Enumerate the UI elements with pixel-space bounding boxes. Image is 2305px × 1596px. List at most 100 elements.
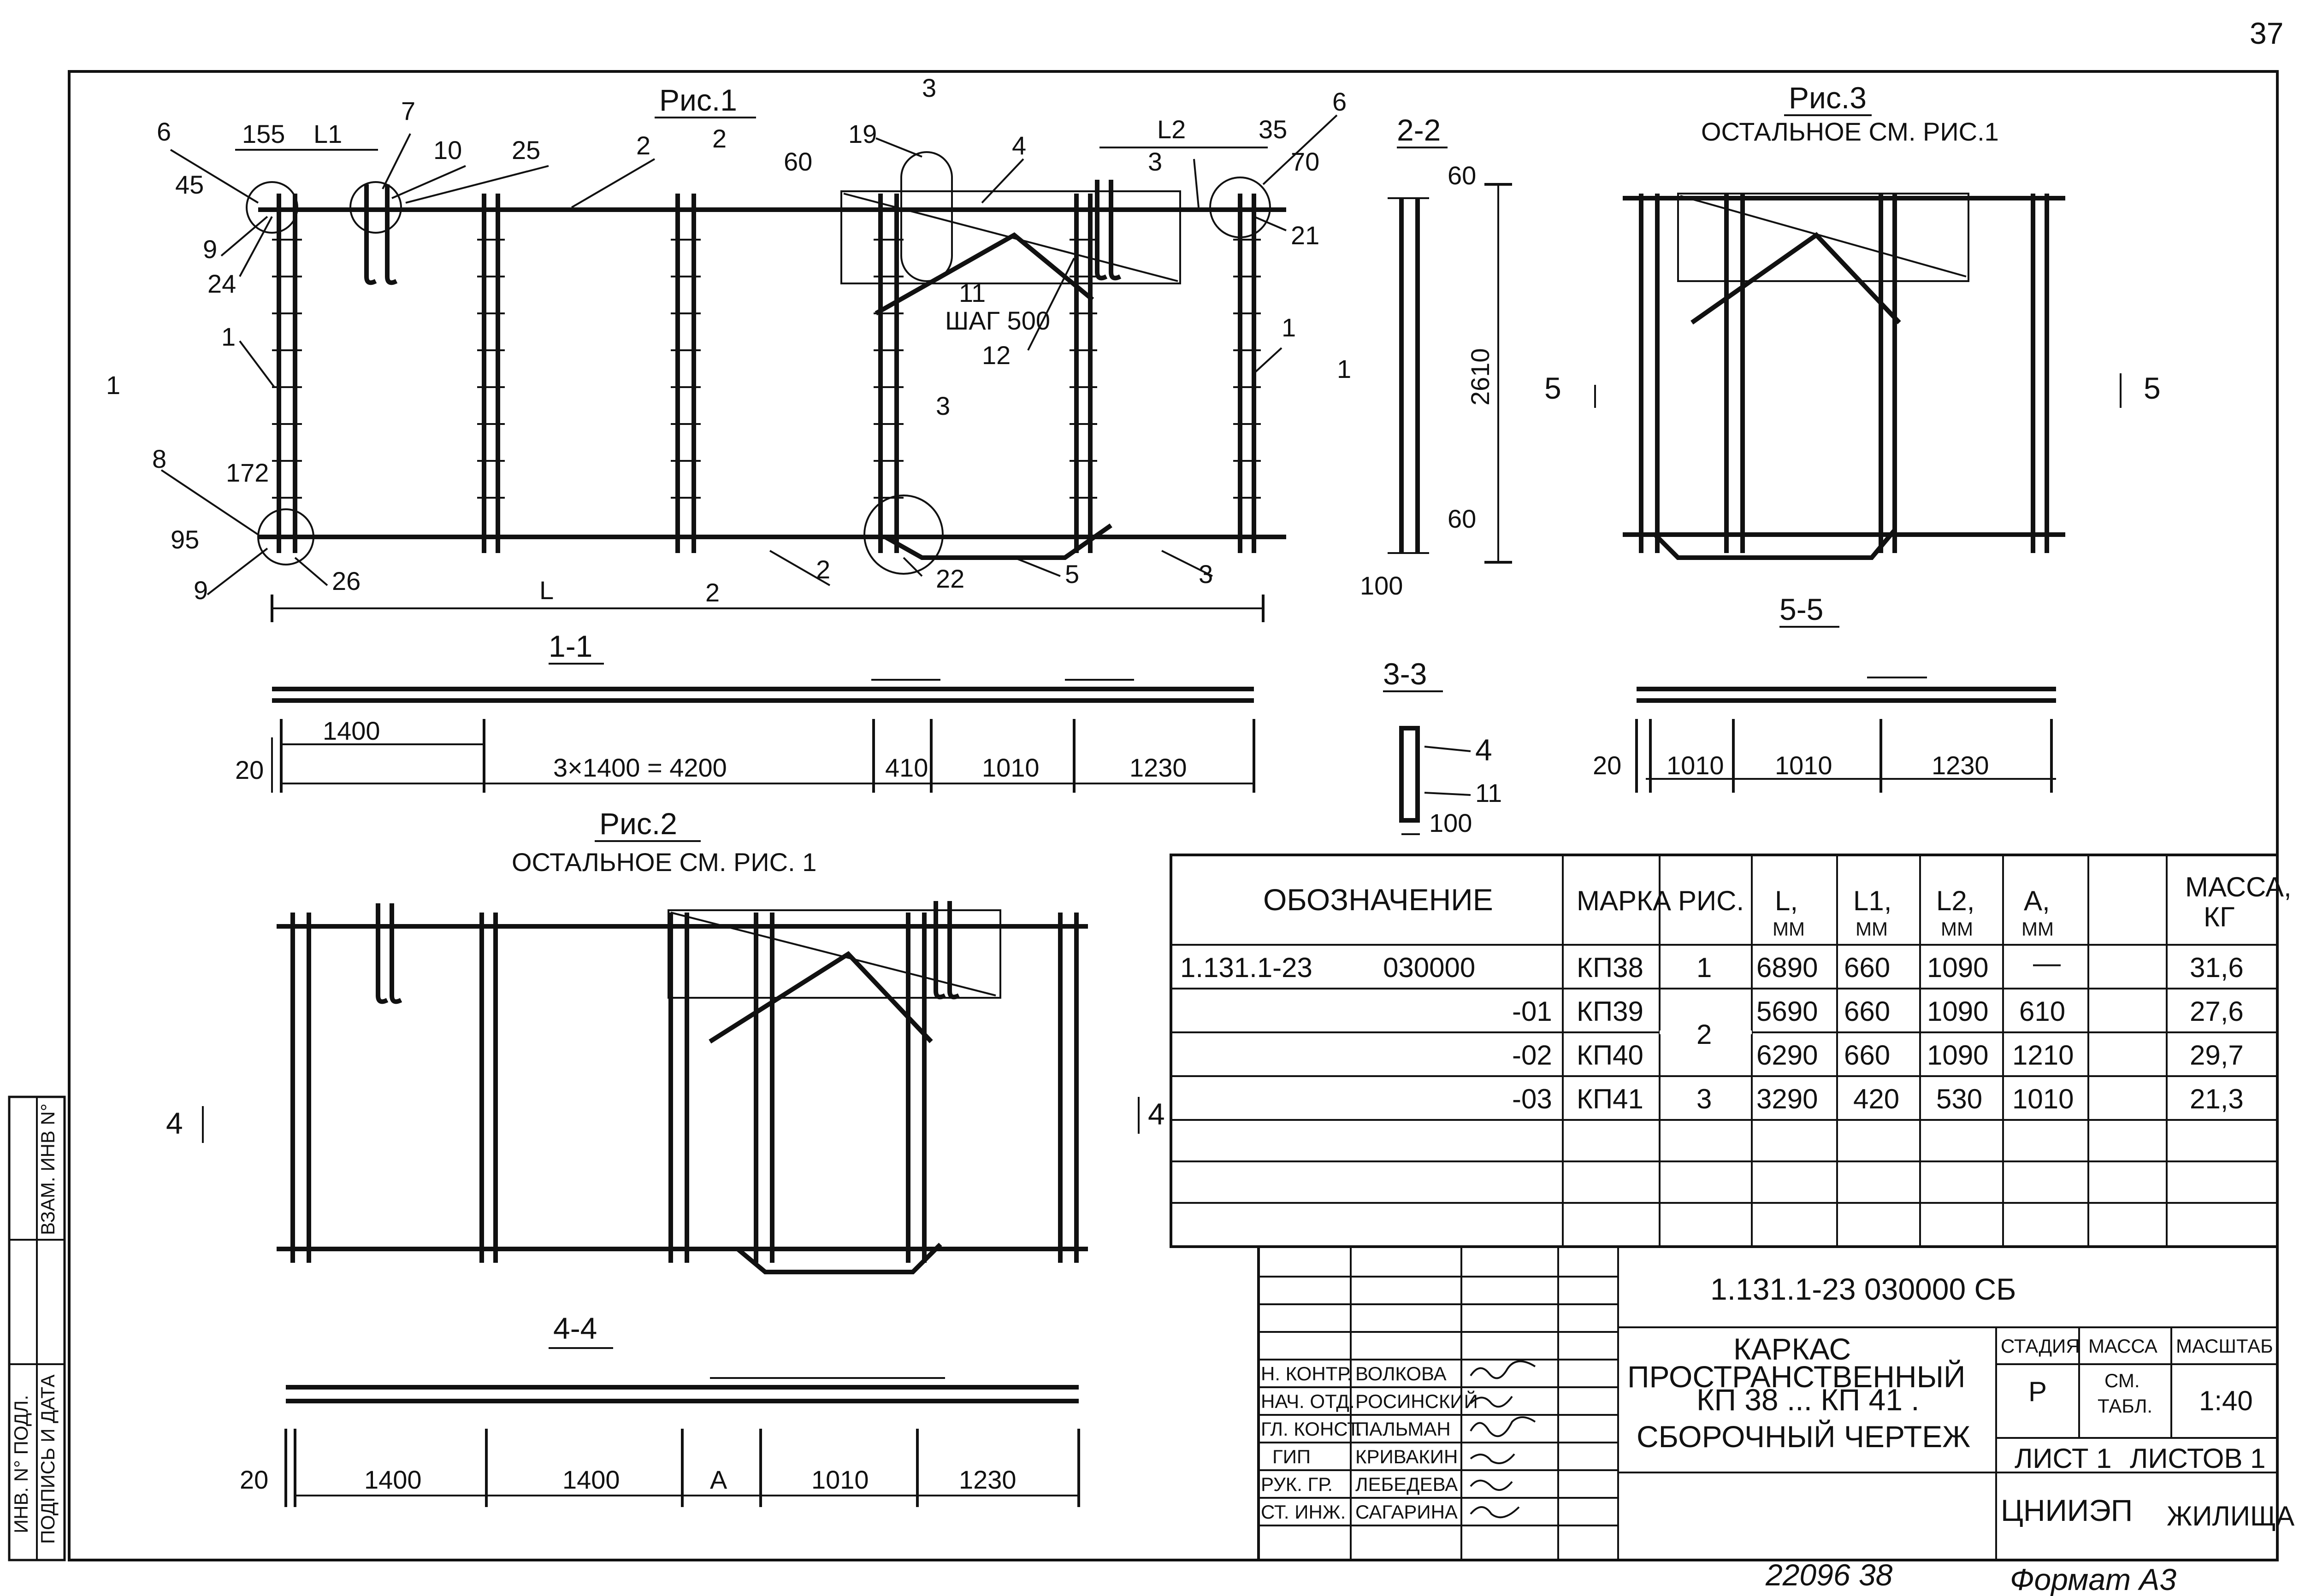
doc-title-line-1: КАРКАС	[1733, 1332, 1851, 1366]
strip-signature-date: ПОДПИСЬ И ДАТА	[37, 1374, 59, 1544]
row4-mark: КП41	[1577, 1084, 1643, 1114]
table-row: -03 КП41 3 3290 420 530 1010 21,3	[1512, 1084, 2244, 1114]
row3-l2: 1090	[1927, 1040, 1988, 1071]
table-row: -02 КП40 6290 660 1090 1210 29,7	[1512, 1040, 2244, 1071]
format-label: Формат А3	[2010, 1562, 2176, 1596]
sheet-label: ЛИСТ 1	[2015, 1443, 2112, 1474]
fig1-dim-60: 60	[784, 147, 812, 176]
table-header-mass-unit: КГ	[2204, 901, 2234, 932]
fig1-mark-2-bottom: 2	[816, 555, 830, 584]
s22-dim-60-top: 60	[1448, 161, 1476, 190]
fig2-section-4-right: 4	[1148, 1097, 1165, 1131]
row4-a: 1010	[2012, 1084, 2074, 1114]
doc-code: 1.131.1-23 030000 СБ	[1710, 1272, 2016, 1306]
name-gip: КРИВАКИН	[1355, 1446, 1458, 1467]
archive-number: 22096 38	[1765, 1558, 1893, 1592]
row3-l1: 660	[1844, 1040, 1890, 1071]
fig1-mark-10: 10	[433, 135, 462, 165]
row3-code: -02	[1512, 1040, 1552, 1071]
figure-1-title: Рис.1	[659, 83, 737, 117]
table-header-mass: МАССА,	[2185, 872, 2292, 902]
role-gl-konstr: ГЛ. КОНСТ.	[1261, 1418, 1362, 1440]
row2-a: 610	[2019, 996, 2065, 1027]
s55-dim-1010-a: 1010	[1667, 751, 1724, 780]
figure-2-note: ОСТАЛЬНОЕ СМ. РИС. 1	[512, 848, 816, 877]
fig1-mark-6-left: 6	[157, 117, 171, 146]
doc-title-line-2: ПРОСТРАНСТВЕННЫЙ	[1627, 1359, 1965, 1394]
fig1-mark-19: 19	[848, 119, 877, 148]
row3-mark: КП40	[1577, 1040, 1643, 1071]
row4-fig: 3	[1696, 1084, 1712, 1114]
table-row: -01 КП39 5690 660 1090 610 27,6	[1512, 996, 2244, 1027]
signatures	[1470, 1360, 1536, 1519]
mass-label: МАССА	[2088, 1335, 2157, 1357]
row1-designation: 1.131.1-23	[1180, 952, 1312, 983]
row1-l: 6890	[1756, 952, 1818, 983]
mass-value-2: ТАБЛ.	[2098, 1395, 2152, 1417]
fig1-mark-4: 4	[1012, 131, 1026, 160]
fig1-mark-12: 12	[982, 341, 1011, 370]
fig1-mark-9-top: 9	[203, 235, 217, 264]
row1-a: —	[2033, 948, 2061, 978]
fig1-mark-3-top: 3	[1148, 147, 1162, 176]
s11-dim-410: 410	[885, 753, 928, 782]
section-4-4: 4-4 20 1400 1400 A 1010 1230	[240, 1311, 1080, 1507]
stage-label: СТАДИЯ	[2001, 1335, 2080, 1357]
row1-code: 030000	[1383, 952, 1475, 983]
s44-dim-1230: 1230	[959, 1465, 1017, 1494]
mass-value-1: СМ.	[2104, 1370, 2140, 1391]
fig1-mark-9-bottom: 9	[194, 576, 208, 605]
row2-code: -01	[1512, 996, 1552, 1027]
section-1-1: 1-1 20 1400 3×1400 = 4200 410 1010 1230	[235, 629, 1255, 793]
fig1-mark-1-left: 1	[221, 322, 236, 351]
fig1-section-2-bottom: 2	[705, 578, 720, 607]
s55-dim-1230: 1230	[1932, 751, 1989, 780]
fig1-mark-1-right: 1	[1282, 313, 1296, 342]
scale-value: 1:40	[2199, 1385, 2253, 1416]
binding-strip: ВЗАМ. ИНВ N° ПОДПИСЬ И ДАТА ИНВ. N° ПОДЛ…	[8, 1095, 66, 1561]
fig1-mark-25: 25	[512, 135, 540, 165]
scale-label: МАСШТАБ	[2176, 1335, 2273, 1357]
section-2-2-title: 2-2	[1397, 113, 1441, 147]
role-st-inzh: СТ. ИНЖ.	[1261, 1501, 1346, 1523]
fig1-mark-45: 45	[175, 170, 204, 199]
strip-vzam: ВЗАМ. ИНВ N°	[37, 1103, 59, 1235]
figure-3-plan: Рис.3 ОСТАЛЬНОЕ СМ. РИС.1 5 5	[1544, 81, 2161, 560]
row3-mass: 29,7	[2190, 1040, 2244, 1071]
row1-l2: 1090	[1927, 952, 1988, 983]
s44-dim-1400-a: 1400	[364, 1465, 422, 1494]
row2-l1: 660	[1844, 996, 1890, 1027]
fig1-section-3-bottom: 3	[936, 391, 950, 420]
s11-dim-1010: 1010	[982, 753, 1040, 782]
fig1-mark-24: 24	[207, 269, 236, 298]
row4-l1: 420	[1853, 1084, 1899, 1114]
role-ruk-gr: РУК. ГР.	[1261, 1473, 1333, 1495]
doc-title-line-4: СБОРОЧНЫЙ ЧЕРТЕЖ	[1637, 1419, 1970, 1454]
row2-mark: КП39	[1577, 996, 1643, 1027]
s22-dim-2610: 2610	[1466, 348, 1495, 406]
vertical-frames	[277, 194, 1256, 553]
s11-dim-1230: 1230	[1129, 753, 1187, 782]
sheet-frame	[68, 70, 2279, 1561]
fig1-section-1-right: 1	[1337, 354, 1351, 383]
s44-dim-a: A	[710, 1465, 727, 1494]
table-header-l: L,	[1775, 885, 1798, 916]
fig1-section-1-left: 1	[106, 371, 120, 400]
row2-l: 5690	[1756, 996, 1818, 1027]
title-block: 1.131.1-23 030000 СБ КАРКАС ПРОСТРАНСТВЕ…	[1257, 1245, 2294, 1561]
fig1-dim-35: 35	[1259, 115, 1287, 144]
fig1-section-3-top: 3	[922, 73, 936, 102]
fig1-mark-22: 22	[936, 564, 964, 593]
fig1-dim-l2: L2	[1157, 115, 1186, 144]
table-header-a-unit: ММ	[2021, 918, 2054, 940]
s44-dim-20: 20	[240, 1465, 268, 1494]
row2-mass: 27,6	[2190, 996, 2244, 1027]
table-header-a: A,	[2024, 885, 2050, 916]
s44-dim-1400-b: 1400	[562, 1465, 620, 1494]
s11-dim-4200: 3×1400 = 4200	[553, 753, 727, 782]
fig1-mark-3-bottom: 3	[1199, 559, 1213, 589]
row4-l2: 530	[1936, 1084, 1982, 1114]
name-gl-konstr: ПАЛЬМАН	[1355, 1418, 1451, 1440]
s22-dim-60-bottom: 60	[1448, 504, 1476, 533]
